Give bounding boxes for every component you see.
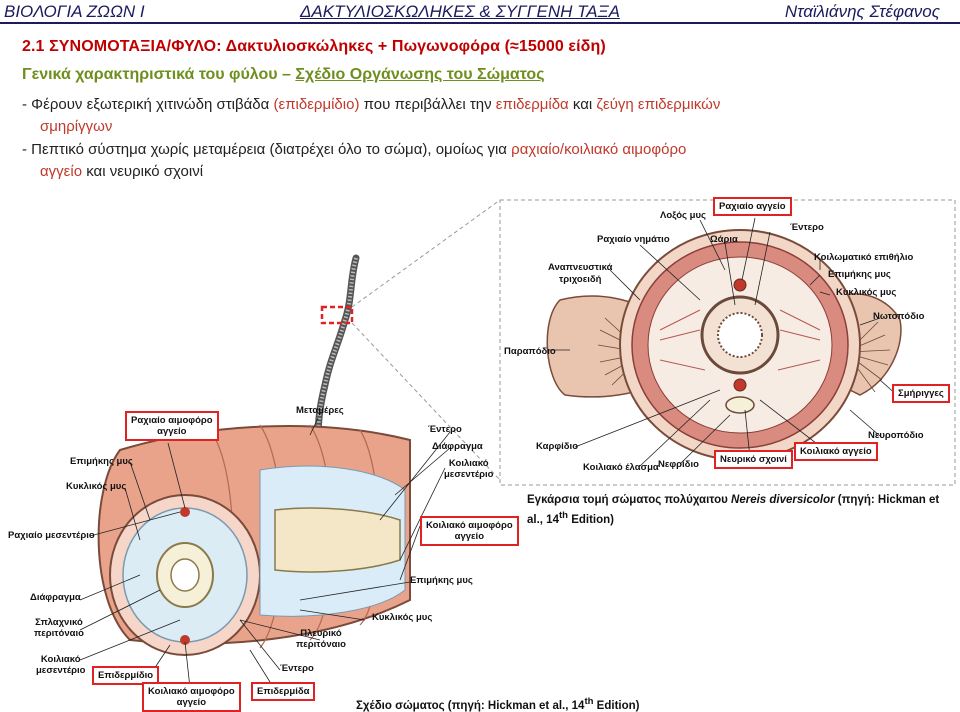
body-plan-caption: Σχέδιο σώματος (πηγή: Hickman et al., 14… bbox=[356, 694, 639, 712]
label-line: περιτόναιο bbox=[296, 639, 346, 650]
caption-species: Nereis diversicolor bbox=[731, 494, 835, 506]
cross-section-caption: Εγκάρσια τομή σώματος πολύχαιτου Nereis … bbox=[527, 492, 955, 528]
label-dorsal-mesentery: Ραχιαίο μεσεντέριο bbox=[8, 530, 95, 541]
box-line: Κοιλιακό αιμοφόρο bbox=[426, 520, 513, 531]
box-line: Κοιλιακό αιμοφόρο bbox=[148, 686, 235, 697]
caption-sup: th bbox=[558, 510, 569, 521]
caption-text: Εγκάρσια τομή σώματος πολύχαιτου bbox=[527, 494, 732, 506]
slide-header: ΒΙΟΛΟΓΙΑ ΖΩΩΝ Ι ΔΑΚΤΥΛΙΟΣΚΩΛΗΚΕΣ & ΣΥΓΓΕ… bbox=[0, 0, 960, 22]
label-gills-line1: Αναπνευστικά bbox=[548, 262, 613, 273]
label-line: Πλευρικό bbox=[300, 628, 342, 639]
bullet-line2: αγγείο και νευρικό σχοινί bbox=[22, 161, 942, 183]
label-line: περιτόναιο bbox=[34, 628, 84, 639]
caption-text: Edition) bbox=[593, 699, 640, 712]
label-diaphragm: Διάφραγμα bbox=[30, 592, 81, 603]
bullet-highlight: αγγείο bbox=[40, 163, 83, 180]
slide-subtitle: Γενικά χαρακτηριστικά του φύλου – Σχέδιο… bbox=[22, 66, 545, 84]
box-dorsal-blood-vessel: Ραχιαίο αιμοφόρο αγγείο bbox=[125, 411, 219, 441]
label-circular-muscle: Κυκλικός μυς bbox=[836, 287, 897, 298]
caption-text: Σχέδιο σώματος (πηγή: Hickman et al., 14 bbox=[356, 699, 585, 712]
label-dorsal-cirrus: Ραχιαίο νημάτιο bbox=[597, 234, 670, 245]
label-splanchnic-peritoneum: Σπλαχνικό περιτόναιο bbox=[34, 617, 84, 639]
box-ventral-vessel: Κοιλιακό αγγείο bbox=[794, 442, 878, 461]
box-line: αγγείο bbox=[176, 697, 206, 708]
label-coelomic-epithelium: Κοιλωματικό επιθήλιο bbox=[814, 252, 914, 263]
bullet-highlight: (επιδερμίδιο) bbox=[273, 96, 360, 113]
label-line: μεσεντέριο bbox=[36, 665, 86, 676]
label-ventral-mesentery-2: Κοιλιακό μεσεντέριο bbox=[36, 654, 85, 676]
box-ventral-blood-vessel-bottom: Κοιλιακό αιμοφόρο αγγείο bbox=[142, 682, 241, 712]
label-oblique-muscle: Λοξός μυς bbox=[660, 210, 706, 221]
label-line: Κοιλιακό bbox=[448, 458, 489, 469]
bullet-highlight: σμηρίγγων bbox=[40, 118, 113, 135]
bullet-cuticle: - Φέρουν εξωτερική χιτινώδη στιβάδα (επι… bbox=[22, 94, 942, 138]
bullet-text: Φέρουν εξωτερική χιτινώδη στιβάδα bbox=[31, 96, 274, 113]
subtitle-part2: Σχέδιο Οργάνωσης του Σώματος bbox=[295, 66, 545, 83]
caption-text: (πηγή: Hickman et al., 14 bbox=[527, 494, 940, 526]
label-line: μεσεντέριο bbox=[444, 469, 494, 480]
label-metameres: Μεταμέρες bbox=[296, 405, 344, 416]
header-author: Νταϊλιάνης Στέφανος bbox=[784, 2, 940, 21]
box-setae: Σμήριγγες bbox=[892, 384, 950, 403]
slide-title: 2.1 ΣΥΝΟΜΟΤΑΞΙΑ/ΦΥΛΟ: Δακτυλιοσκώληκες +… bbox=[22, 38, 606, 55]
box-ventral-blood-vessel: Κοιλιακό αιμοφόρο αγγείο bbox=[420, 516, 519, 546]
zoom-line-top bbox=[351, 199, 501, 308]
label-parapodium: Παραπόδιο bbox=[504, 346, 556, 357]
label-parietal-peritoneum: Πλευρικό περιτόναιο bbox=[296, 628, 346, 650]
caption-sup: th bbox=[584, 696, 594, 707]
box-line: αγγείο bbox=[157, 426, 187, 437]
body-plan-drawing bbox=[97, 424, 411, 656]
header-topic: ΔΑΚΤΥΛΙΟΣΚΩΛΗΚΕΣ & ΣΥΓΓΕΝΗ ΤΑΞΑ bbox=[300, 2, 620, 21]
bullet-dash: - bbox=[22, 141, 32, 158]
cross-section-leaders bbox=[548, 217, 899, 467]
box-dorsal-vessel: Ραχιαίο αγγείο bbox=[713, 197, 792, 216]
label-line: Σπλαχνικό bbox=[35, 617, 83, 628]
label-neuropodium: Νευροπόδιο bbox=[868, 430, 924, 441]
label-circular-muscle-1: Κυκλικός μυς bbox=[66, 481, 127, 492]
worm-zoom-box bbox=[320, 305, 354, 325]
label-heart: Καρφίδιο bbox=[536, 441, 578, 452]
header-divider bbox=[0, 22, 960, 24]
box-line: αγγείο bbox=[454, 531, 484, 542]
label-longitudinal-muscle: Επιμήκης μυς bbox=[828, 269, 891, 280]
label-circular-muscle-2: Κυκλικός μυς bbox=[372, 612, 433, 623]
label-longitudinal-muscle-2: Επιμήκης μυς bbox=[410, 575, 473, 586]
label-gills: Αναπνευστικά τριχοειδή bbox=[548, 262, 612, 286]
label-ventral-mesentery: Κοιλιακό μεσεντέριο bbox=[444, 458, 493, 480]
label-nephridium: Νεφρίδιο bbox=[658, 459, 699, 470]
bullet-digestive: - Πεπτικό σύστημα χωρίς μεταμέρεια (διατ… bbox=[22, 139, 942, 183]
label-ventral-lamina: Κοιλιακό έλασμα bbox=[583, 462, 659, 473]
bullet-text: και νευρικό σχοινί bbox=[82, 163, 204, 180]
box-cuticle: Επιδερμίδιο bbox=[92, 666, 160, 685]
box-epidermis: Επιδερμίδα bbox=[251, 682, 316, 701]
subtitle-part1: Γενικά χαρακτηριστικά του φύλου – bbox=[22, 66, 296, 83]
header-course: ΒΙΟΛΟΓΙΑ ΖΩΩΝ Ι bbox=[4, 2, 145, 21]
zoom-line-bottom bbox=[351, 322, 501, 481]
box-line: Ραχιαίο αιμοφόρο bbox=[131, 415, 213, 426]
bullet-highlight: ζεύγη επιδερμικών bbox=[596, 96, 721, 113]
label-notopodium: Νωτοπόδιο bbox=[873, 311, 925, 322]
bullet-dash: - bbox=[22, 96, 32, 113]
bullet-highlight: επιδερμίδα bbox=[495, 96, 569, 113]
label-ova: Ωάρια bbox=[710, 234, 738, 245]
bullet-text: και bbox=[568, 96, 597, 113]
bullet-highlight: ραχιαίο/κοιλιακό αιμοφόρο bbox=[511, 141, 687, 158]
bullet-text: που περιβάλλει την bbox=[359, 96, 496, 113]
label-intestine-bottom: Έντερο bbox=[280, 663, 314, 674]
label-intestine: Έντερο bbox=[790, 222, 824, 233]
worm-body bbox=[314, 254, 360, 444]
caption-text: Edition) bbox=[568, 513, 615, 526]
label-intestine-top: Έντερο bbox=[428, 424, 462, 435]
bullet-text: Πεπτικό σύστημα χωρίς μεταμέρεια (διατρέ… bbox=[31, 141, 512, 158]
box-nerve-cord: Νευρικό σχοινί bbox=[714, 450, 793, 469]
label-diaphragm-top: Διάφραγμα bbox=[432, 441, 483, 452]
label-gills-line2: τριχοειδή bbox=[559, 274, 602, 285]
label-line: Κοιλιακό bbox=[40, 654, 81, 665]
label-longitudinal-muscle-1: Επιμήκης μυς bbox=[70, 456, 133, 467]
cross-section-drawing bbox=[546, 229, 902, 461]
